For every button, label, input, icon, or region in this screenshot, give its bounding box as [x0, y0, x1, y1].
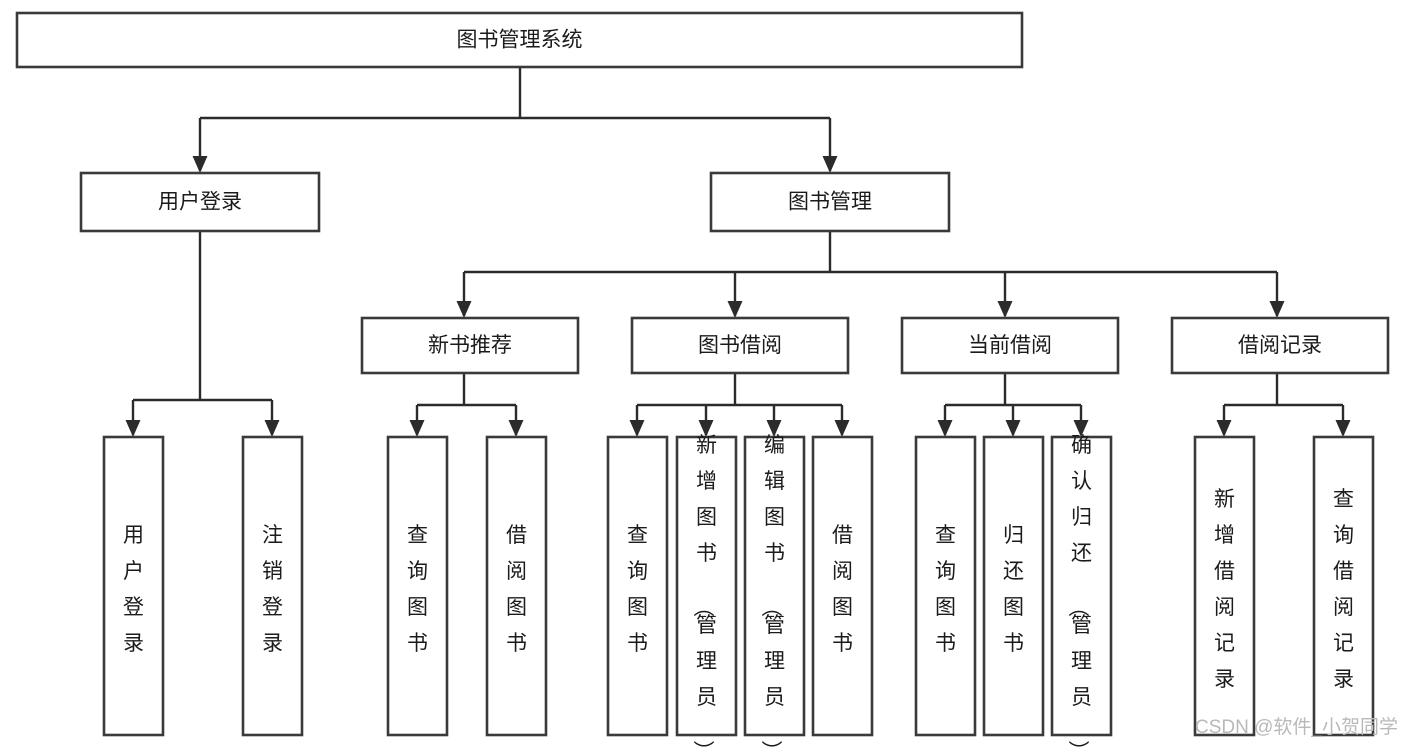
arrow-head-icon	[1269, 301, 1285, 318]
node-leaf-return-book-box	[982, 435, 1045, 737]
node-leaf-user-logout-box	[241, 435, 304, 737]
node-leaf-borrow-book-new-box	[485, 435, 548, 737]
csdn-watermark: CSDN @软件_小贺同学	[1195, 716, 1398, 738]
node-layer: 图书管理系统用户登录图书管理新书推荐图书借阅当前借阅借阅记录用户登录注销登录查询…	[15, 11, 1390, 747]
node-leaf-add-borrow-record[interactable]: 新增借阅记录	[1193, 435, 1256, 737]
node-leaf-confirm-return-admin-label: 确认归还（管理员）	[1066, 434, 1092, 747]
node-leaf-return-book[interactable]: 归还图书	[982, 435, 1045, 737]
node-user-login-box	[79, 171, 321, 233]
arrow-head-icon	[1005, 420, 1021, 437]
node-leaf-add-book-admin-label: 新增图书（管理员）	[691, 434, 717, 747]
node-leaf-query-borrow-record-label: 查询借阅记录	[1333, 488, 1354, 691]
node-leaf-query-book-current[interactable]: 查询图书	[914, 435, 977, 737]
node-current-borrow[interactable]: 当前借阅	[900, 316, 1120, 375]
node-book-borrow[interactable]: 图书借阅	[630, 316, 850, 375]
node-leaf-borrow-book-box	[811, 435, 874, 737]
connector-layer	[125, 67, 1351, 437]
node-book-borrow-box	[630, 316, 850, 375]
node-leaf-query-book-borrow-label: 查询图书	[627, 524, 648, 655]
node-root[interactable]: 图书管理系统	[15, 11, 1024, 69]
node-new-book-recommend-box	[360, 316, 580, 375]
node-leaf-borrow-book-label: 借阅图书	[832, 524, 853, 655]
node-root-box	[15, 11, 1024, 69]
node-leaf-user-logout[interactable]: 注销登录	[241, 435, 304, 737]
node-leaf-borrow-book-new[interactable]: 借阅图书	[485, 435, 548, 737]
node-leaf-borrow-book[interactable]: 借阅图书	[811, 435, 874, 737]
node-leaf-user-logout-label: 注销登录	[262, 524, 283, 655]
arrow-head-icon	[1073, 420, 1089, 437]
node-leaf-user-login[interactable]: 用户登录	[102, 435, 165, 737]
node-leaf-query-borrow-record-box	[1312, 435, 1375, 737]
node-leaf-edit-book-admin-box	[743, 435, 806, 737]
arrow-head-icon	[264, 420, 280, 437]
node-leaf-add-book-admin[interactable]: 新增图书（管理员）	[675, 434, 738, 747]
node-leaf-query-book-borrow-box	[606, 435, 669, 737]
node-current-borrow-box	[900, 316, 1120, 375]
node-leaf-query-book-current-box	[914, 435, 977, 737]
arrow-head-icon	[125, 420, 141, 437]
node-leaf-query-borrow-record[interactable]: 查询借阅记录	[1312, 435, 1375, 737]
node-new-book-recommend[interactable]: 新书推荐	[360, 316, 580, 375]
node-leaf-query-book-current-label: 查询图书	[935, 524, 956, 655]
node-leaf-query-book-borrow[interactable]: 查询图书	[606, 435, 669, 737]
node-leaf-return-book-label: 归还图书	[1003, 524, 1024, 655]
node-user-login-label: 用户登录	[158, 191, 242, 214]
node-leaf-add-borrow-record-label: 新增借阅记录	[1214, 488, 1235, 691]
arrow-head-icon	[727, 301, 743, 318]
node-book-borrow-label: 图书借阅	[698, 334, 782, 357]
node-leaf-query-book-new[interactable]: 查询图书	[386, 435, 449, 737]
arrow-head-icon	[456, 301, 472, 318]
node-new-book-recommend-label: 新书推荐	[428, 334, 512, 357]
node-user-login[interactable]: 用户登录	[79, 171, 321, 233]
node-leaf-borrow-book-new-label: 借阅图书	[506, 524, 527, 655]
arrow-head-icon	[629, 420, 645, 437]
node-borrow-record-box	[1170, 316, 1390, 375]
arrow-head-icon	[1216, 420, 1232, 437]
arrow-head-icon	[698, 420, 714, 437]
arrow-head-icon	[766, 420, 782, 437]
node-leaf-user-login-label: 用户登录	[123, 524, 144, 655]
node-leaf-edit-book-admin[interactable]: 编辑图书（管理员）	[743, 434, 806, 747]
node-leaf-confirm-return-admin[interactable]: 确认归还（管理员）	[1050, 434, 1113, 747]
node-leaf-add-borrow-record-box	[1193, 435, 1256, 737]
arrow-head-icon	[997, 301, 1013, 318]
arrow-head-icon	[822, 156, 838, 173]
node-leaf-user-login-box	[102, 435, 165, 737]
arrow-head-icon	[409, 420, 425, 437]
node-book-management-box	[709, 171, 951, 233]
node-leaf-add-book-admin-box	[675, 435, 738, 737]
node-leaf-query-book-new-box	[386, 435, 449, 737]
node-borrow-record[interactable]: 借阅记录	[1170, 316, 1390, 375]
node-leaf-query-book-new-label: 查询图书	[407, 524, 428, 655]
node-leaf-confirm-return-admin-box	[1050, 435, 1113, 737]
arrow-head-icon	[937, 420, 953, 437]
arrow-head-icon	[1335, 420, 1351, 437]
node-root-label: 图书管理系统	[457, 29, 583, 52]
node-leaf-edit-book-admin-label: 编辑图书（管理员）	[759, 434, 785, 747]
arrow-head-icon	[192, 156, 208, 173]
arrow-head-icon	[834, 420, 850, 437]
node-book-management[interactable]: 图书管理	[709, 171, 951, 233]
node-borrow-record-label: 借阅记录	[1238, 334, 1322, 357]
arrow-head-icon	[508, 420, 524, 437]
node-current-borrow-label: 当前借阅	[968, 334, 1052, 357]
node-book-management-label: 图书管理	[788, 191, 872, 214]
